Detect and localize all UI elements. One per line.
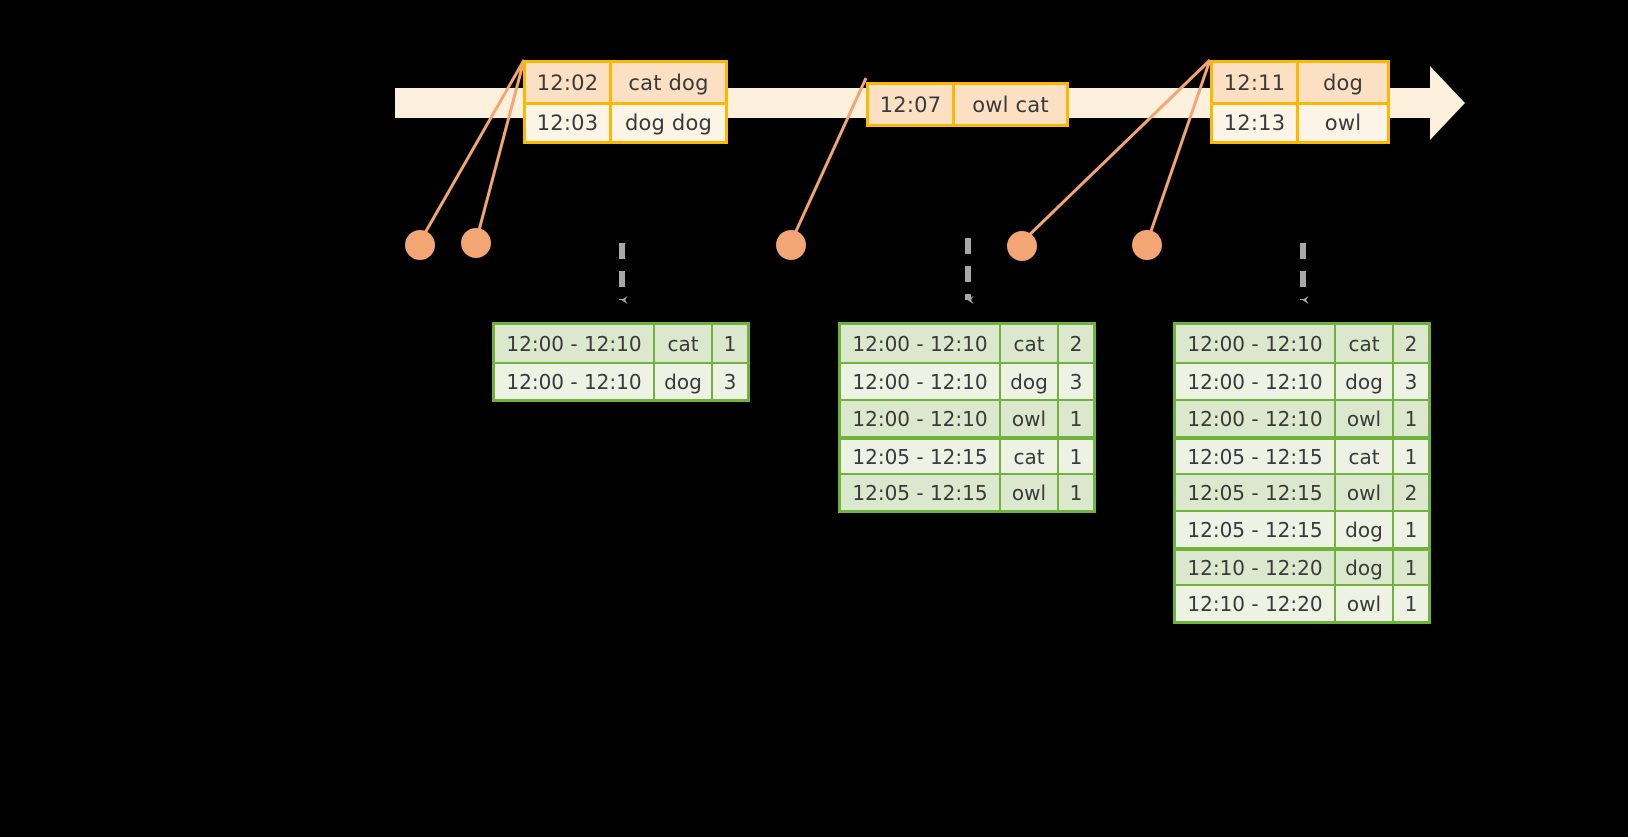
event-row: 12:03 dog dog <box>526 102 725 141</box>
event-time: 12:13 <box>1213 105 1299 141</box>
count-cell: 2 <box>1394 475 1428 510</box>
event-box-1: 12:02 cat dog 12:03 dog dog <box>523 60 728 144</box>
key-cell: owl <box>1336 586 1394 621</box>
count-cell: 1 <box>713 325 747 362</box>
key-cell: cat <box>1001 325 1059 362</box>
event-time: 12:11 <box>1213 63 1299 102</box>
count-cell: 1 <box>1394 586 1428 621</box>
event-time: 12:07 <box>869 85 955 124</box>
count-cell: 3 <box>1394 364 1428 399</box>
key-cell: dog <box>1336 551 1394 584</box>
count-cell: 2 <box>1394 325 1428 362</box>
window-cell: 12:10 - 12:20 <box>1176 551 1336 584</box>
key-cell: dog <box>1336 512 1394 547</box>
event-value: cat dog <box>612 63 725 102</box>
count-cell: 1 <box>1394 401 1428 436</box>
key-cell: cat <box>1336 440 1394 473</box>
window-cell: 12:10 - 12:20 <box>1176 586 1336 621</box>
event-box-2: 12:07 owl cat <box>866 82 1069 127</box>
event-dot-5 <box>1132 230 1162 260</box>
window-cell: 12:00 - 12:10 <box>1176 364 1336 399</box>
window-cell: 12:05 - 12:15 <box>1176 475 1336 510</box>
window-cell: 12:00 - 12:10 <box>1176 401 1336 436</box>
event-row: 12:07 owl cat <box>869 85 1066 124</box>
key-cell: cat <box>1336 325 1394 362</box>
key-cell: owl <box>1001 401 1059 436</box>
event-dot-3 <box>776 230 806 260</box>
count-cell: 1 <box>1394 440 1428 473</box>
window-cell: 12:00 - 12:10 <box>495 325 655 362</box>
window-cell: 12:00 - 12:10 <box>495 364 655 399</box>
count-cell: 1 <box>1394 551 1428 584</box>
window-cell: 12:00 - 12:10 <box>841 325 1001 362</box>
window-cell: 12:05 - 12:15 <box>841 440 1001 473</box>
event-row: 12:02 cat dog <box>526 63 725 102</box>
event-dot-2 <box>461 228 491 258</box>
event-dot-4 <box>1007 231 1037 261</box>
event-value: dog <box>1299 63 1387 102</box>
down-arrow-group <box>619 238 1309 305</box>
key-cell: cat <box>655 325 713 362</box>
window-cell: 12:00 - 12:10 <box>841 364 1001 399</box>
window-cell: 12:05 - 12:15 <box>841 475 1001 510</box>
count-cell: 2 <box>1059 325 1093 362</box>
event-dot-group <box>405 228 1162 261</box>
event-dot-1 <box>405 230 435 260</box>
key-cell: owl <box>1001 475 1059 510</box>
event-value: owl <box>1299 105 1387 141</box>
event-time: 12:03 <box>526 105 612 141</box>
event-value: dog dog <box>612 105 725 141</box>
count-cell: 3 <box>713 364 747 399</box>
count-cell: 1 <box>1059 440 1093 473</box>
count-cell: 1 <box>1394 512 1428 547</box>
key-cell: cat <box>1001 440 1059 473</box>
window-cell: 12:05 - 12:15 <box>1176 512 1336 547</box>
event-row: 12:13 owl <box>1213 102 1387 141</box>
event-row: 12:11 dog <box>1213 63 1387 102</box>
event-time: 12:02 <box>526 63 612 102</box>
key-cell: dog <box>1336 364 1394 399</box>
key-cell: dog <box>1001 364 1059 399</box>
event-value: owl cat <box>955 85 1066 124</box>
key-cell: dog <box>655 364 713 399</box>
key-cell: owl <box>1336 401 1394 436</box>
window-cell: 12:05 - 12:15 <box>1176 440 1336 473</box>
key-cell: owl <box>1336 475 1394 510</box>
window-cell: 12:00 - 12:10 <box>1176 325 1336 362</box>
count-cell: 3 <box>1059 364 1093 399</box>
count-cell: 1 <box>1059 401 1093 436</box>
event-box-3: 12:11 dog 12:13 owl <box>1210 60 1390 144</box>
window-cell: 12:00 - 12:10 <box>841 401 1001 436</box>
count-cell: 1 <box>1059 475 1093 510</box>
